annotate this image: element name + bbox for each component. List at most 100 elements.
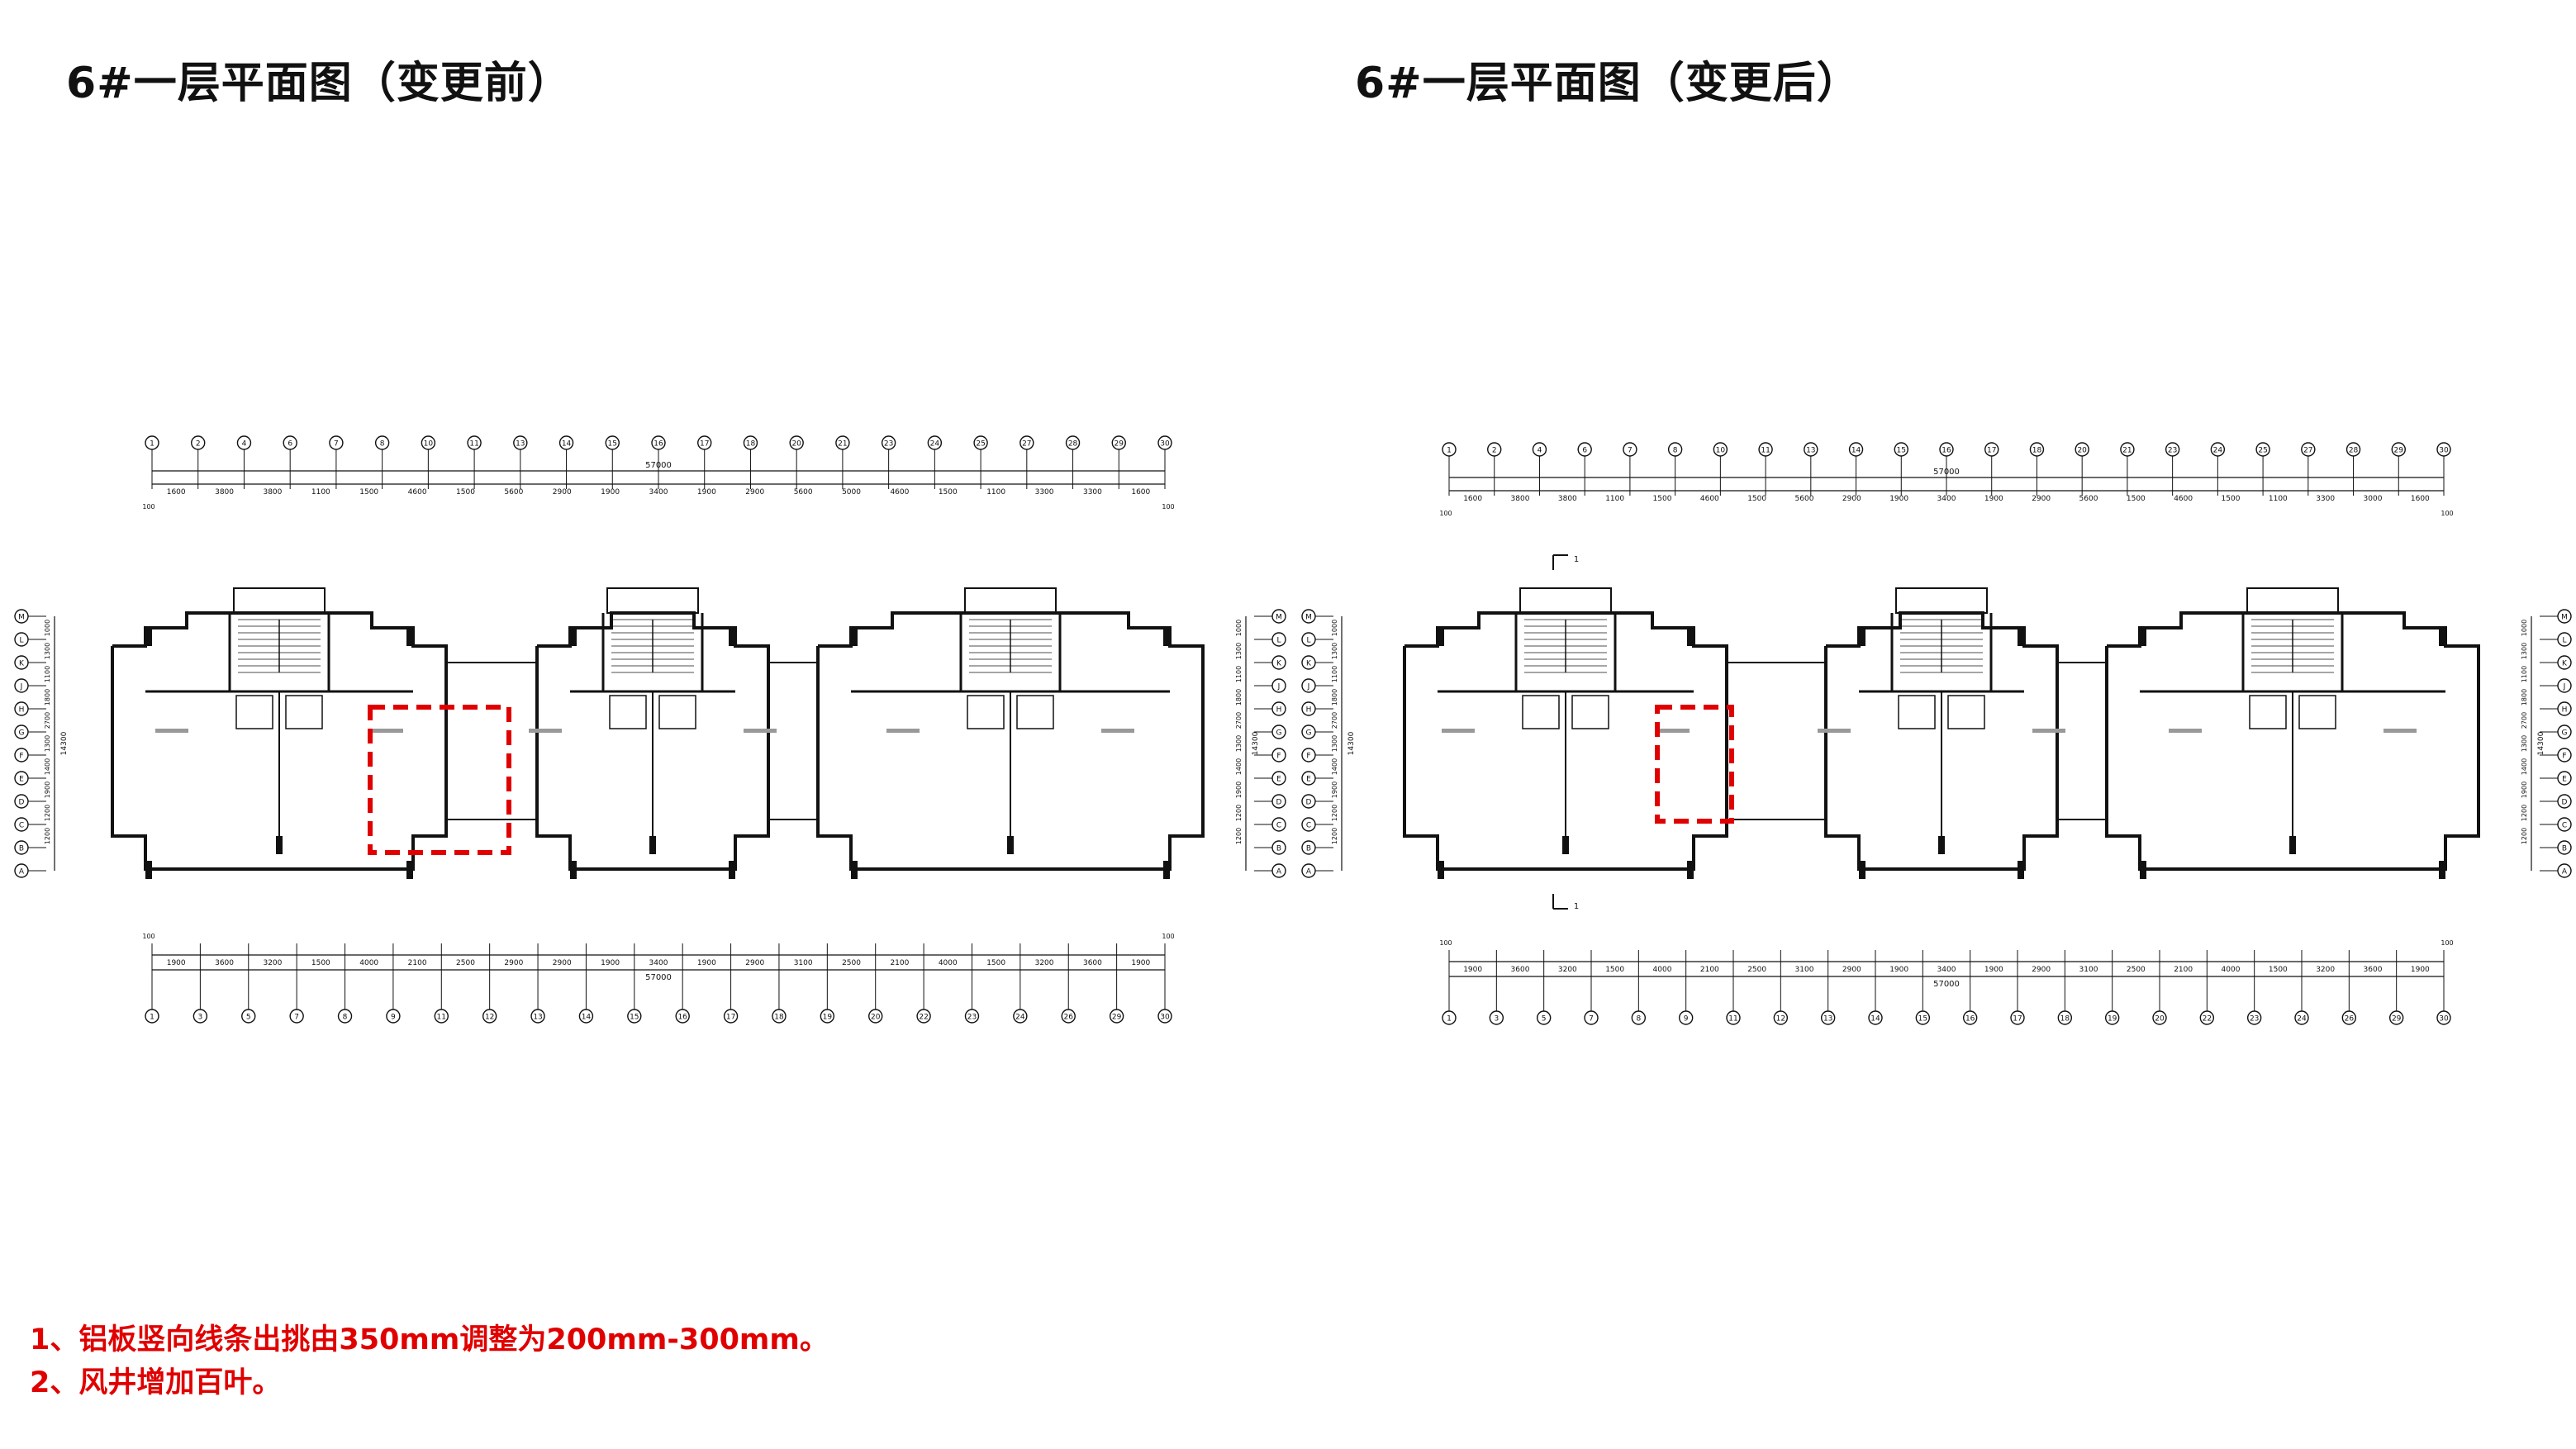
end-offset-left: 100: [1439, 510, 1452, 517]
bottom-grid-bubble-label: 18: [774, 1014, 784, 1022]
top-segment-dim: 3400: [1937, 495, 1956, 503]
bottom-grid-bubble-label: 20: [2155, 1015, 2165, 1024]
top-segment-dim: 1500: [1747, 495, 1766, 503]
bottom-segment-dim: 2500: [842, 959, 861, 967]
row-bubble-left-label: C: [19, 822, 24, 830]
top-grid-bubble-label: 14: [562, 440, 572, 449]
column: [2439, 861, 2445, 879]
top-segment-dim: 1500: [939, 488, 958, 496]
row-segment-dim: 1400: [1235, 758, 1243, 775]
section-mark-label-bottom: 1: [1574, 902, 1579, 911]
bottom-segment-dim: 1900: [2411, 966, 2430, 974]
column: [145, 861, 152, 879]
top-segment-dim: 5000: [842, 488, 861, 496]
top-segment-dim: 1500: [456, 488, 475, 496]
row-bubble-right-label: J: [2563, 683, 2566, 691]
top-grid-bubble-label: 2: [1492, 447, 1497, 455]
row-bubble-left-label: K: [19, 660, 25, 668]
room-label-mark: [2169, 729, 2202, 733]
note-2: 2、风井增加百叶。: [30, 1366, 282, 1399]
column: [2289, 836, 2296, 854]
row-segment-dim: 1000: [1331, 620, 1338, 636]
bottom-grid-bubble-label: 19: [823, 1014, 833, 1022]
top-segment-dim: 3300: [1035, 488, 1054, 496]
column: [570, 628, 577, 646]
top-grid-bubble-label: 30: [2439, 447, 2449, 455]
row-bubble-left-label: C: [1306, 822, 1311, 830]
overall-height-dim: 14300: [1347, 731, 1356, 755]
row-segment-dim: 1000: [44, 620, 51, 636]
bottom-grid-bubble-label: 24: [1015, 1014, 1025, 1022]
bottom-grid-bubble-label: 16: [1965, 1015, 1975, 1024]
top-segment-dim: 2900: [745, 488, 764, 496]
row-bubble-left-label: J: [20, 683, 23, 691]
top-segment-dim: 1600: [1131, 488, 1150, 496]
bottom-segment-dim: 1900: [167, 959, 186, 967]
elevator-shaft: [2298, 695, 2336, 729]
bottom-segment-dim: 3400: [1937, 966, 1956, 974]
top-segment-dim: 3000: [2364, 495, 2383, 503]
row-bubble-left-label: G: [1306, 729, 1312, 738]
end-offset-right: 100: [1162, 503, 1174, 511]
top-grid-bubble-label: 4: [242, 440, 247, 449]
row-segment-dim: 1800: [1331, 689, 1338, 705]
top-grid-bubble-label: 6: [1582, 447, 1587, 455]
top-segment-dim: 1500: [2222, 495, 2241, 503]
bottom-segment-dim: 1900: [1889, 966, 1908, 974]
column: [729, 861, 735, 879]
top-total-dimension: 57000: [1933, 468, 1960, 477]
top-segment-dim: 5600: [794, 488, 813, 496]
bottom-grid-bubble-label: 3: [198, 1014, 203, 1022]
column: [1562, 836, 1569, 854]
row-segment-dim: 1300: [1331, 735, 1338, 752]
unit-2: [1818, 587, 2065, 879]
top-segment-dim: 1600: [1463, 495, 1482, 503]
bottom-segment-dim: 1900: [1463, 966, 1482, 974]
change-highlight-box-after: [1655, 705, 1734, 824]
stair-core: [606, 587, 699, 673]
row-bubble-left-label: G: [19, 729, 25, 738]
end-offset-right: 100: [2441, 510, 2453, 517]
top-grid-bubble-label: 18: [746, 440, 756, 449]
bottom-segment-dim: 2900: [2032, 966, 2051, 974]
row-bubble-left-label: E: [1306, 776, 1311, 784]
top-grid-bubble-label: 11: [469, 440, 478, 449]
row-bubble-right-label: K: [2562, 660, 2568, 668]
top-grid-bubble-label: 28: [1068, 440, 1078, 449]
top-grid-bubble-label: 8: [1673, 447, 1678, 455]
top-segment-dim: 4600: [408, 488, 427, 496]
bottom-grid-bubble-label: 7: [1589, 1015, 1594, 1024]
bottom-segment-dim: 3100: [2079, 966, 2098, 974]
column: [406, 861, 413, 879]
bottom-grid-bubble-label: 15: [1918, 1015, 1927, 1024]
column: [1687, 628, 1694, 646]
bottom-segment-dim: 1900: [1131, 959, 1150, 967]
row-bubble-right-label: M: [1276, 614, 1282, 622]
bottom-segment-dim: 3200: [1035, 959, 1054, 967]
elevator-shaft: [609, 695, 647, 729]
row-segment-dim: 1300: [2521, 735, 2528, 752]
row-segment-dim: 1200: [2521, 828, 2528, 844]
column: [1687, 861, 1694, 879]
row-bubble-right-label: D: [2562, 799, 2568, 807]
top-segment-dim: 1900: [601, 488, 620, 496]
top-segment-dim: 2900: [2032, 495, 2051, 503]
bottom-grid-bubble-label: 13: [533, 1014, 542, 1022]
bottom-offset-left: 100: [1439, 939, 1452, 947]
top-grid-bubble-label: 2: [196, 440, 201, 449]
column: [570, 861, 577, 879]
bottom-segment-dim: 3600: [215, 959, 234, 967]
row-bubble-right-label: E: [1276, 776, 1281, 784]
bottom-grid-bubble-label: 26: [1064, 1014, 1074, 1022]
bottom-segment-dim: 2100: [408, 959, 427, 967]
column: [1163, 861, 1170, 879]
bottom-grid-bubble-label: 30: [2439, 1015, 2449, 1024]
top-grid-bubble-label: 23: [2168, 447, 2177, 455]
column: [2439, 628, 2445, 646]
column: [1007, 836, 1014, 854]
column: [649, 836, 656, 854]
top-segment-dim: 3800: [263, 488, 282, 496]
room-label-mark: [370, 729, 403, 733]
bottom-segment-dim: 1500: [311, 959, 330, 967]
bottom-segment-dim: 3100: [794, 959, 813, 967]
